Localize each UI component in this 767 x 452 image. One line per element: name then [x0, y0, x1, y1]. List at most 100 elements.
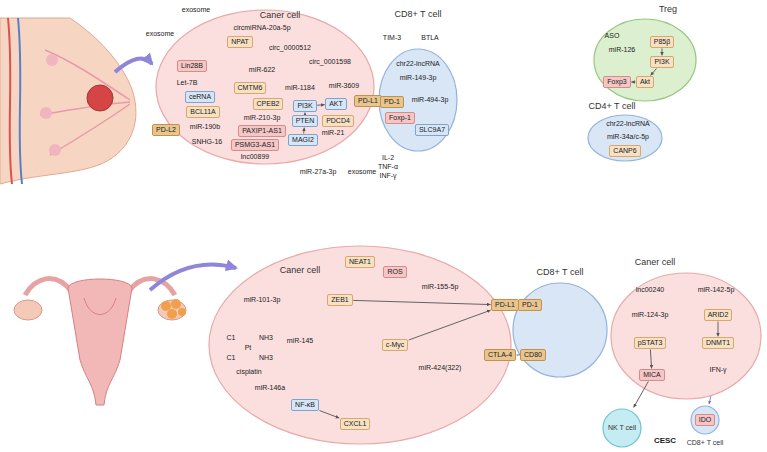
molecule-label: lnc00240: [636, 286, 664, 294]
molecule-label: miR-126: [609, 46, 635, 54]
gene-name: BCL11A: [190, 108, 216, 116]
gene-name: PD-L1: [495, 301, 515, 309]
molecule-label: TNF-α: [378, 163, 398, 171]
cell-outline: [610, 272, 762, 400]
molecule-label: cisplatin: [236, 368, 261, 376]
gene-name: PSMG3-AS1: [235, 141, 275, 149]
gene-name: NF-κB: [295, 401, 315, 409]
tumor: [171, 299, 181, 309]
molecule-label: miR-124-3p: [632, 311, 669, 319]
molecule-label: Pt: [245, 344, 252, 352]
molecule-label: exosome: [146, 30, 174, 38]
gene-box: ARID2: [704, 309, 733, 321]
gene-name: CANP6: [613, 147, 636, 155]
gene-name: PD-L1: [358, 97, 378, 105]
gene-box: PDCD4: [322, 115, 354, 127]
gene-name: c-Myc: [386, 341, 405, 349]
fallopian-tube: [25, 279, 72, 295]
molecule-label: IFN-γ: [709, 366, 726, 374]
cell-name: CD8+ T cell: [395, 9, 442, 19]
cell-membrane: [691, 406, 719, 434]
cell-name: Treg: [659, 4, 677, 14]
gene-name: PD-1: [384, 98, 400, 106]
cell-shape: ARID2pSTAT3DNMT1MICACaner cell: [610, 272, 762, 400]
molecule-label: miR-21: [322, 129, 345, 137]
ovary: [14, 300, 42, 320]
zoom-arrow: [150, 264, 236, 290]
gene-box: ceRNA: [185, 91, 215, 103]
molecule-label: miR-101-3p: [244, 296, 281, 304]
molecule-label: BTLA: [421, 34, 439, 42]
molecule-label: miR-34a/c-5p: [607, 133, 649, 141]
molecule-label: circmiRNA-20a-5p: [233, 24, 290, 32]
gene-box: P85β: [650, 36, 674, 48]
gene-box: BCL11A: [186, 106, 220, 118]
uterine-cavity: [84, 298, 116, 315]
gene-name: CXCL1: [344, 420, 367, 428]
cell-membrane: [603, 409, 641, 447]
gene-box: pSTAT3: [634, 337, 667, 349]
gene-name: PI3K: [297, 102, 312, 110]
gene-name: PDCD4: [326, 117, 350, 125]
gene-name: NEAT1: [349, 258, 371, 266]
gene-name: MAGI2: [292, 136, 314, 144]
gene-box: IDO: [695, 414, 715, 426]
gene-name: PTEN: [296, 117, 315, 125]
molecule-label: miR-27a-3p: [300, 168, 337, 176]
gene-box: NF-κB: [291, 399, 319, 411]
molecule-label: NH3: [259, 354, 273, 362]
gene-name: MICA: [643, 371, 661, 379]
gene-box: PSMG3-AS1: [231, 139, 279, 151]
cell-outline: [593, 18, 697, 102]
uterus-illustration: [14, 264, 236, 405]
molecule-label: IL-2: [382, 154, 394, 162]
gene-box: NEAT1: [345, 256, 375, 268]
molecule-label: TIM-3: [383, 34, 401, 42]
molecule-label: miR-145: [287, 337, 313, 345]
gene-box: NPAT: [227, 36, 253, 48]
molecule-label: miR-190b: [190, 123, 220, 131]
molecule-label: ASO: [605, 32, 620, 40]
gene-name: pSTAT3: [638, 339, 663, 347]
cell-membrane: [594, 19, 696, 101]
cell-membrane: [588, 115, 662, 161]
signal-connector: [718, 322, 719, 337]
molecule-label: NH3: [259, 334, 273, 342]
molecule-label: circ_0000512: [269, 44, 311, 52]
cell-shape: NEAT1ROSZEB1c-MycNF-κBCXCL1PD-L1CTLA-4Ca…: [208, 245, 512, 445]
tumor: [87, 85, 113, 111]
molecule-label: C1: [227, 354, 236, 362]
gene-box: ZEB1: [327, 294, 353, 306]
gene-box: PD-L1: [491, 299, 519, 311]
cell-membrane: [513, 283, 607, 377]
molecule-label: miR-622: [249, 66, 275, 74]
gene-name: ceRNA: [189, 93, 211, 101]
gene-box: Foxp-1: [385, 112, 415, 124]
gene-name: NPAT: [231, 38, 249, 46]
gene-name: CPEB2: [257, 100, 280, 108]
gene-box: PAXIP1-AS1: [238, 125, 286, 137]
gene-box: MICA: [639, 369, 665, 381]
gene-name: PI3K: [654, 58, 669, 66]
gene-name: P85β: [654, 38, 670, 46]
molecule-label: miR-142-5p: [698, 286, 735, 294]
gene-name: AKT: [329, 100, 343, 108]
molecule-label: miR-146a: [255, 384, 285, 392]
artery: [8, 18, 12, 184]
molecule-label: circ_0001598: [309, 58, 351, 66]
cell-name: Caner cell: [260, 10, 301, 20]
gene-box: Akt: [636, 76, 654, 88]
gene-name: PD-L2: [156, 126, 176, 134]
gene-box: PI3K: [293, 100, 316, 112]
molecule-label: miR-210-3p: [244, 114, 281, 122]
gene-name: ZEB1: [331, 296, 349, 304]
cell-membrane: [611, 273, 761, 399]
gene-name: PD-1: [522, 301, 538, 309]
gene-box: PD-L1: [354, 95, 382, 107]
molecule-label: INF-γ: [379, 172, 396, 180]
lobule: [46, 54, 58, 66]
molecule-label: miR-1184: [285, 84, 315, 92]
lobule: [49, 144, 61, 156]
molecule-label: CESC: [654, 436, 676, 445]
